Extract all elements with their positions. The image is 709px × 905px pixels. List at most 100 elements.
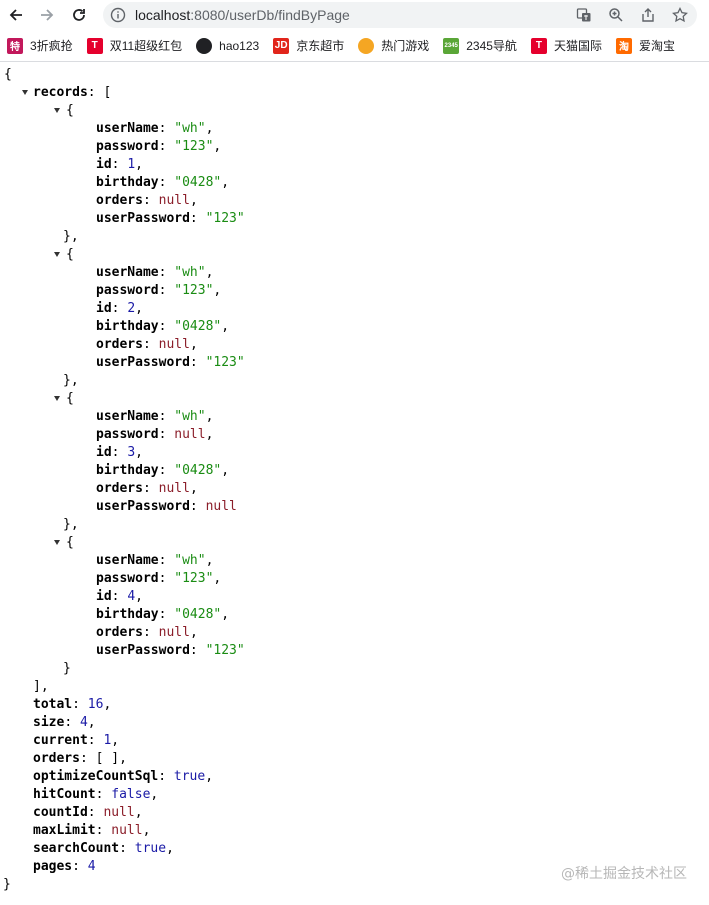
punct: ,	[135, 301, 143, 316]
bookmark-favicon-icon: JD	[273, 37, 290, 54]
json-value: null	[158, 337, 190, 352]
json-value: null	[158, 481, 190, 496]
json-key: total	[33, 697, 73, 712]
punct: :	[111, 301, 128, 316]
json-key: password	[96, 139, 159, 154]
punct: :	[111, 157, 128, 172]
record-field: birthday: "0428",	[0, 462, 709, 480]
punct: ,	[205, 553, 214, 568]
bookmark-label: 天猫国际	[553, 39, 602, 53]
punct: :	[158, 553, 175, 568]
json-key: birthday	[96, 607, 159, 622]
punct: ,	[189, 193, 198, 208]
brace-open: {	[4, 67, 12, 82]
address-bar[interactable]: localhost:8080/userDb/findByPage	[103, 2, 697, 28]
expand-toggle-icon[interactable]	[54, 252, 60, 257]
json-value: "123"	[205, 211, 245, 226]
punct: ,	[213, 283, 222, 298]
bookmark-label: 京东超市	[296, 39, 345, 53]
punct: :	[158, 427, 175, 442]
bookmark-favicon-icon: 2345	[443, 37, 460, 54]
bookmark-item[interactable]: 热门游戏	[358, 37, 429, 54]
json-key: id	[96, 157, 112, 172]
json-value: "123"	[174, 283, 214, 298]
json-key: password	[96, 283, 159, 298]
json-key: orders	[33, 751, 80, 766]
bookmark-favicon-icon: 淘	[615, 37, 632, 54]
json-value: null	[158, 625, 190, 640]
bookmark-label: 热门游戏	[381, 39, 430, 53]
punct: ,	[142, 823, 151, 838]
expand-toggle-icon[interactable]	[22, 90, 28, 95]
punct: ,	[189, 625, 198, 640]
json-value: 4	[127, 589, 136, 604]
record-open: {	[0, 246, 709, 264]
reload-button[interactable]	[67, 3, 91, 27]
expand-toggle-icon[interactable]	[54, 108, 60, 113]
punct: ,	[221, 463, 230, 478]
record-field: id: 2,	[0, 300, 709, 318]
punct: ,	[221, 607, 230, 622]
expand-toggle-icon[interactable]	[54, 396, 60, 401]
json-key: birthday	[96, 463, 159, 478]
bookmark-item[interactable]: hao123	[196, 37, 259, 54]
json-key: orders	[96, 337, 143, 352]
json-key: userName	[96, 553, 159, 568]
bookmark-item[interactable]: 淘爱淘宝	[615, 37, 675, 54]
bookmark-item[interactable]: JD 京东超市	[273, 37, 344, 54]
record-field: userPassword: "123"	[0, 354, 709, 372]
json-field-orders: orders: [ ],	[0, 750, 709, 768]
punct: :	[111, 445, 128, 460]
punct: :	[119, 841, 135, 856]
json-value: "0428"	[174, 319, 222, 334]
brace-close: },	[63, 229, 79, 244]
info-icon[interactable]	[109, 6, 127, 24]
url-text[interactable]: localhost:8080/userDb/findByPage	[135, 6, 350, 24]
record-field: password: "123",	[0, 282, 709, 300]
json-key: hitCount	[33, 787, 96, 802]
json-value: 2	[127, 301, 136, 316]
zoom-icon[interactable]	[607, 6, 625, 24]
star-icon[interactable]	[671, 6, 689, 24]
json-key: userName	[96, 121, 159, 136]
json-value: true	[134, 841, 167, 856]
share-icon[interactable]	[639, 6, 657, 24]
json-key: userPassword	[96, 499, 190, 514]
record-field: id: 3,	[0, 444, 709, 462]
url-host: localhost	[135, 7, 191, 23]
translate-icon[interactable]	[575, 6, 593, 24]
json-value: null	[111, 823, 143, 838]
json-field-size: size: 4,	[0, 714, 709, 732]
json-value: [ ]	[95, 751, 120, 766]
json-key: optimizeCountSql	[33, 769, 159, 784]
omnibox-actions	[575, 6, 689, 24]
json-key: birthday	[96, 175, 159, 190]
json-value: "123"	[205, 643, 245, 658]
punct: ,	[135, 445, 143, 460]
json-key: orders	[96, 625, 143, 640]
punct: :	[158, 409, 175, 424]
watermark: @稀土掘金技术社区	[561, 866, 687, 882]
back-button[interactable]	[4, 3, 28, 27]
record-open: {	[0, 102, 709, 120]
json-key: id	[96, 301, 112, 316]
punct: ,	[111, 733, 120, 748]
forward-button[interactable]	[35, 3, 59, 27]
json-key: userPassword	[96, 355, 190, 370]
record-field: userName: "wh",	[0, 264, 709, 282]
punct: :	[189, 643, 206, 658]
json-field-current: current: 1,	[0, 732, 709, 750]
expand-toggle-icon[interactable]	[54, 540, 60, 545]
json-field-hitCount: hitCount: false,	[0, 786, 709, 804]
record-field: userName: "wh",	[0, 408, 709, 426]
punct: :	[158, 607, 175, 622]
punct: :	[158, 571, 175, 586]
json-field-searchCount: searchCount: true,	[0, 840, 709, 858]
json-key: current	[33, 733, 88, 748]
record-field: userPassword: null	[0, 498, 709, 516]
